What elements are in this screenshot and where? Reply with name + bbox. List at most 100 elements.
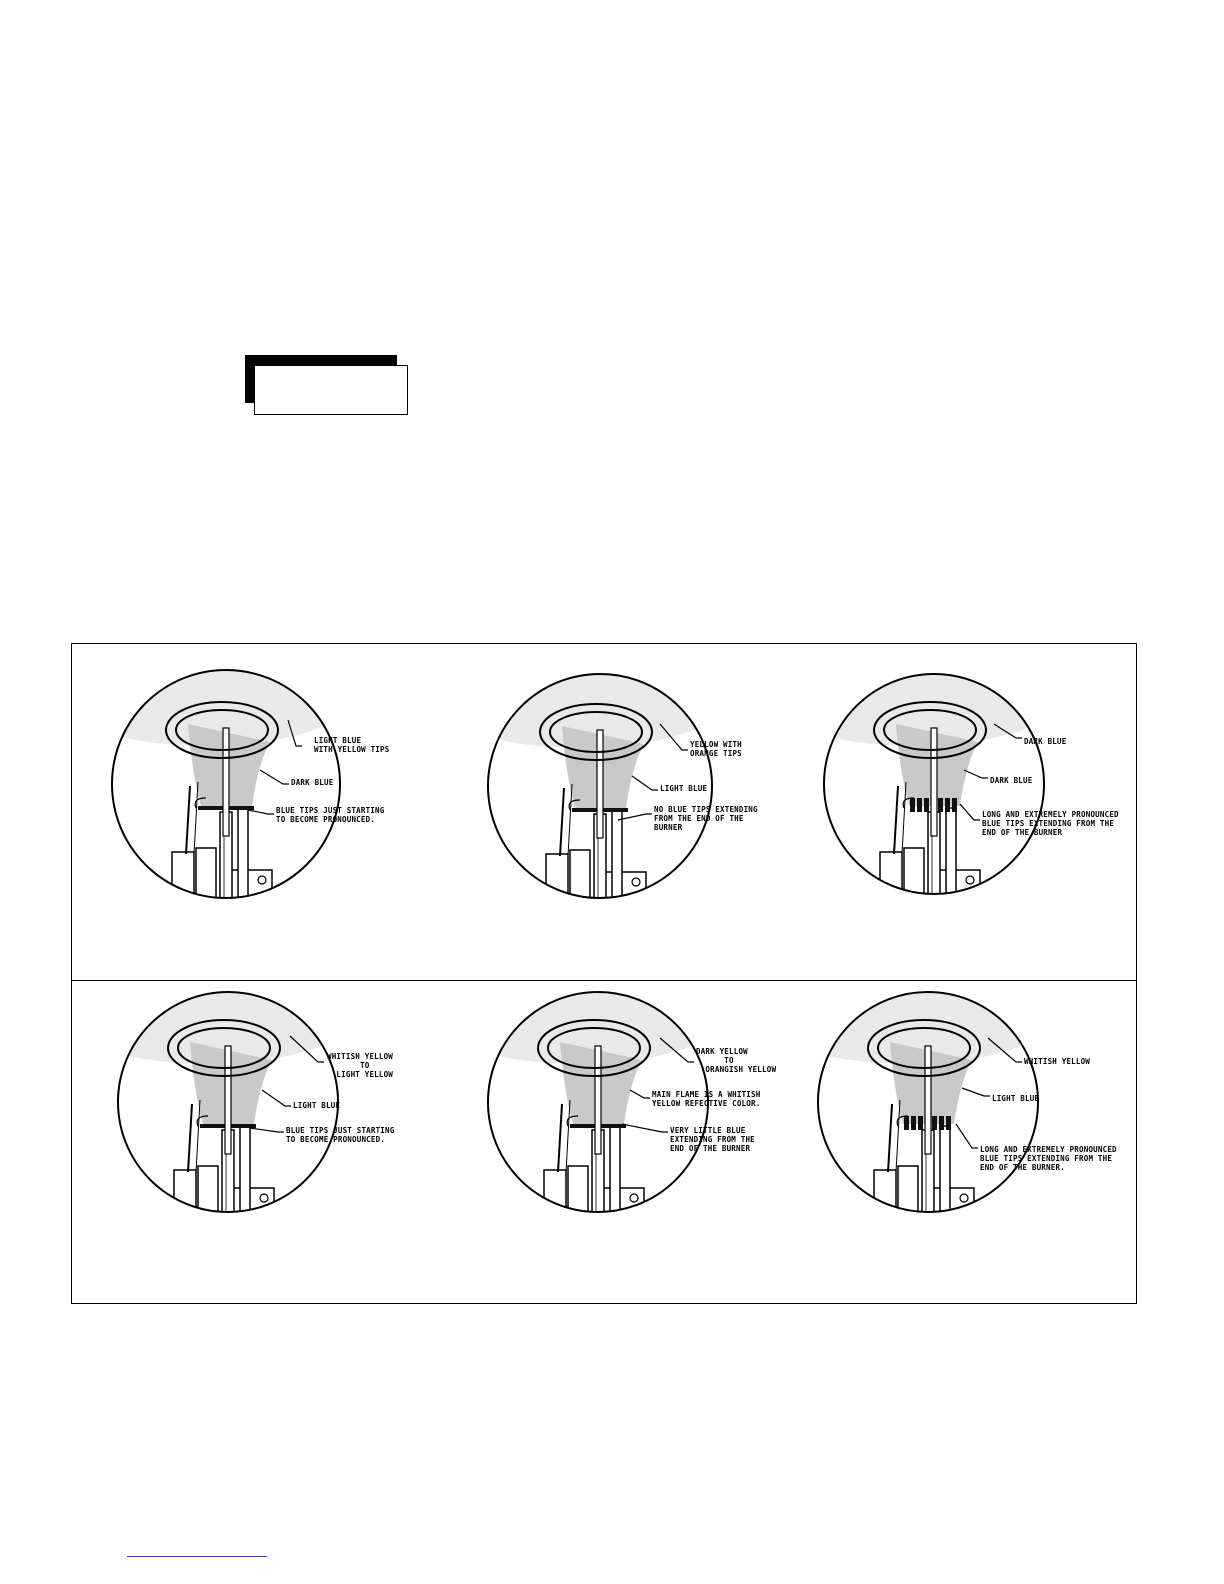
electrode-rod: [187, 1103, 193, 1173]
flame-callout-label: LONG AND EXTREMELY PRONOUNCED BLUE TIPS …: [982, 810, 1119, 837]
burner-ring-outer: [873, 701, 987, 759]
detail-circle: [117, 991, 339, 1213]
gas-tube: [939, 1125, 951, 1212]
flame-hook: [566, 1115, 579, 1127]
burner-illustration: [487, 991, 709, 1213]
center-rod: [924, 1045, 932, 1155]
center-rod: [596, 729, 604, 839]
detail-circle: [111, 669, 341, 899]
blue-tip-coil: [918, 1116, 923, 1130]
blue-tip-coil: [917, 798, 922, 812]
gas-tube: [609, 1125, 621, 1212]
burner-ring-inner: [877, 1027, 971, 1069]
bracket-screw: [259, 1193, 269, 1203]
flame-hook: [896, 1115, 909, 1127]
burner-illustration: [117, 991, 339, 1213]
flame-callout-label: NO BLUE TIPS EXTENDING FROM THE END OF T…: [654, 805, 758, 832]
igniter-block: [897, 1165, 919, 1212]
blue-tip-coil: [932, 1116, 937, 1130]
flame-figure-frame: [71, 643, 1137, 1304]
igniter-block: [195, 847, 217, 898]
section-tab: [254, 365, 408, 415]
callout-leader: [963, 769, 988, 779]
bracket-screw: [629, 1193, 639, 1203]
flame-callout-label: LIGHT BLUE WITH YELLOW TIPS: [314, 736, 390, 754]
electrode-rod: [195, 1099, 201, 1173]
center-rod: [930, 727, 938, 837]
center-rod: [224, 1045, 232, 1155]
flame-panel-3: [822, 672, 1046, 896]
flame-callout-label: LONG AND EXTREMELY PRONOUNCED BLUE TIPS …: [980, 1145, 1117, 1172]
callout-leader: [617, 813, 652, 821]
blue-tip-coil: [945, 798, 950, 812]
burner-illustration: [823, 673, 1045, 895]
flame-callout-label: MAIN FLAME IS A WHITISH YELLOW REFECTIVE…: [652, 1090, 761, 1108]
callout-leader: [247, 809, 274, 815]
flame-callout-label: BLUE TIPS JUST STARTING TO BECOME PRONOU…: [286, 1126, 395, 1144]
igniter-block: [197, 1165, 219, 1212]
igniter-block: [903, 847, 925, 894]
electrode-rod: [193, 781, 199, 855]
electrode-rod: [895, 1099, 901, 1173]
burner-ring-inner: [547, 1027, 641, 1069]
blue-tip-coil: [911, 1116, 916, 1130]
blue-tip-coil: [938, 798, 943, 812]
flame-callout-label: YELLOW WITH ORANGE TIPS: [690, 740, 742, 758]
bracket-screw: [257, 875, 267, 885]
flame-callout-label: LIGHT BLUE: [660, 784, 708, 793]
flame-hook: [902, 797, 915, 809]
burner-ring-inner: [177, 1027, 271, 1069]
blue-tip-coil: [924, 798, 929, 812]
electrode-rod: [567, 783, 573, 857]
burner-illustration: [487, 673, 713, 899]
detail-circle: [487, 673, 713, 899]
burner-ring-outer: [165, 701, 279, 759]
callout-leader: [621, 1123, 668, 1133]
flame-callout-label: BLUE TIPS JUST STARTING TO BECOME PRONOU…: [276, 806, 385, 824]
burner-illustration: [817, 991, 1039, 1213]
blue-tip-coil: [910, 798, 915, 812]
callout-leader: [659, 723, 688, 751]
electrode-rod: [557, 1103, 563, 1173]
flame-callout-label: DARK YELLOW TO ORANGISH YELLOW: [696, 1047, 777, 1074]
flame-callout-label: WHITISH YELLOW: [1024, 1057, 1091, 1066]
bracket-screw: [631, 877, 641, 887]
flame-callout-label: VERY LITTLE BLUE EXTENDING FROM THE END …: [670, 1126, 755, 1153]
electrode-rod: [893, 785, 899, 855]
blue-tip-coil: [939, 1116, 944, 1130]
burner-ring-inner: [883, 709, 977, 751]
flame-panel-1: [110, 668, 342, 900]
center-rod: [222, 727, 230, 837]
detail-circle: [817, 991, 1039, 1213]
gas-tube: [239, 1125, 251, 1212]
callout-leader: [629, 1089, 650, 1099]
flame-hook: [194, 797, 207, 809]
igniter-block: [569, 849, 591, 898]
burner-ring-outer: [167, 1019, 281, 1077]
electrode-rod: [901, 781, 907, 855]
flame-panel-4: [116, 990, 340, 1214]
flame-callout-label: WHITISH YELLOW TO LIGHT YELLOW: [327, 1052, 394, 1079]
gas-tube: [945, 807, 957, 894]
flame-callout-label: DARK BLUE: [291, 778, 334, 787]
callout-leader: [955, 1123, 978, 1149]
burner-illustration: [111, 669, 341, 899]
burner-ring-inner: [175, 709, 269, 751]
blue-tip-coil: [952, 798, 957, 812]
callout-leader: [249, 1127, 284, 1133]
flame-callout-label: DARK BLUE: [1024, 737, 1067, 746]
detail-circle: [487, 991, 709, 1213]
callout-leader: [287, 719, 302, 747]
burner-ring-outer: [537, 1019, 651, 1077]
flame-panel-5: [486, 990, 710, 1214]
flame-callout-label: DARK BLUE: [990, 776, 1033, 785]
gas-tube: [237, 807, 249, 898]
callout-leader: [259, 769, 289, 785]
callout-leader: [987, 1037, 1022, 1063]
blue-tip-coil: [904, 1116, 909, 1130]
detail-circle: [823, 673, 1045, 895]
igniter-block: [567, 1165, 589, 1212]
electrode-rod: [185, 785, 191, 855]
flame-panel-6: [816, 990, 1040, 1214]
burner-ring-outer: [539, 703, 653, 761]
